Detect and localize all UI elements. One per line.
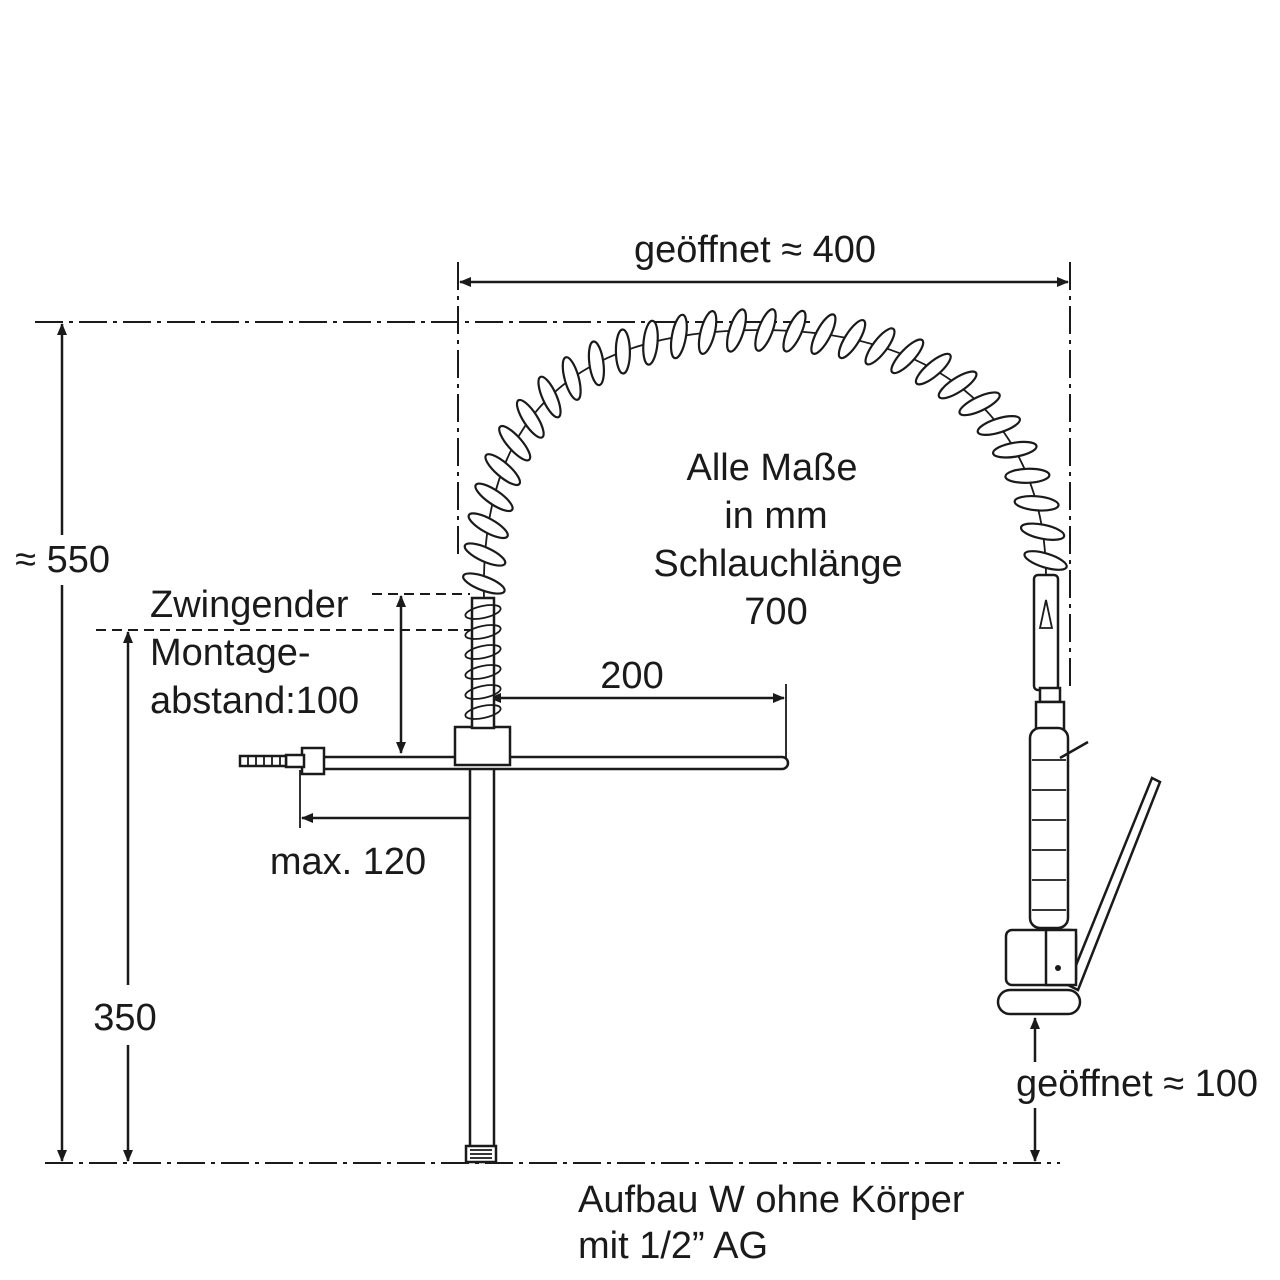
coil-loop	[958, 391, 1001, 417]
total-height-label: ≈ 550	[15, 539, 110, 581]
coil-loop	[467, 512, 509, 540]
inlet-length-label: max. 120	[270, 841, 426, 883]
coil-loop	[837, 319, 867, 360]
coil-loop	[462, 572, 506, 595]
coil-loop	[937, 370, 978, 400]
spring-column	[470, 596, 496, 730]
mount-distance-label-1: Zwingender	[150, 584, 349, 626]
coil-loop	[484, 453, 522, 487]
mount-distance-label-3: abstand:100	[150, 680, 359, 722]
nozzle-open-label: geöffnet ≈ 100	[1016, 1063, 1258, 1105]
coil-loop	[754, 308, 777, 352]
valve-cap	[1044, 928, 1078, 987]
coil-loop	[642, 319, 659, 366]
swivel-nut	[1034, 700, 1066, 732]
spray-head-assembly	[996, 573, 1162, 1016]
coil-loop	[537, 375, 562, 419]
inlet-hose-stub	[238, 754, 288, 768]
column-spring-loop	[464, 644, 502, 660]
column-spring-loop	[464, 684, 502, 700]
faucet-body	[238, 596, 790, 1164]
note-dimensions-unit: Alle Maße	[686, 447, 857, 489]
coil-loop	[515, 398, 545, 439]
inlet-fitting	[284, 753, 306, 769]
note-unit-mm: in mm	[724, 495, 827, 537]
coil-loop	[914, 352, 952, 386]
dimension-labels: geöffnet ≈ 400 ≈ 550 Alle Maße in mm Sch…	[15, 229, 1258, 1267]
swivel-spout	[318, 755, 790, 771]
column-spring-loop	[464, 624, 502, 640]
caption-line-2: mit 1/2” AG	[578, 1225, 768, 1267]
coil-loop	[1013, 494, 1060, 512]
lever	[1066, 776, 1162, 992]
coil-loop	[890, 338, 925, 375]
grip-handle	[1028, 726, 1070, 930]
coil-loop	[463, 542, 507, 567]
coil-loop	[669, 313, 688, 360]
coil-loop	[587, 340, 606, 387]
note-hose-length-value: 700	[744, 591, 807, 633]
reference-lines	[35, 262, 1071, 1164]
mount-distance-label-2: Montage-	[150, 632, 311, 674]
caption-line-1: Aufbau W ohne Körper	[578, 1179, 965, 1221]
column-spring-loop	[464, 604, 502, 620]
coil-loop	[864, 327, 896, 366]
coil-loop	[1004, 467, 1051, 484]
coil-loop	[697, 310, 718, 355]
coil-loop	[782, 309, 807, 353]
dimension-arrows	[57, 277, 1069, 1162]
column-spring-loop	[464, 704, 502, 720]
center-block	[453, 725, 512, 767]
coil-loop	[991, 440, 1038, 459]
body-height-label: 350	[93, 997, 156, 1039]
coil-loop	[1023, 550, 1068, 571]
spout-length-label: 200	[600, 655, 663, 697]
hose-spring-coil	[462, 308, 1068, 720]
inlet-nut	[300, 746, 326, 776]
coil-loop	[474, 482, 514, 513]
swivel-joint	[1038, 686, 1062, 704]
width-open-label: geöffnet ≈ 400	[634, 229, 876, 271]
coil-loop	[976, 415, 1021, 436]
column-spring-loop	[464, 664, 502, 680]
hose-coupling	[1032, 573, 1060, 692]
coil-loop	[614, 328, 632, 375]
coil-loop	[810, 313, 837, 355]
riser-pipe	[468, 756, 496, 1150]
coil-loop	[1019, 522, 1066, 541]
trigger-clip	[1059, 740, 1089, 760]
coil-loop	[725, 308, 748, 353]
spray-nozzle	[996, 988, 1082, 1016]
coil-loop	[498, 424, 532, 462]
coil-loop	[561, 356, 582, 401]
note-hose-length-label: Schlauchlänge	[653, 543, 902, 585]
